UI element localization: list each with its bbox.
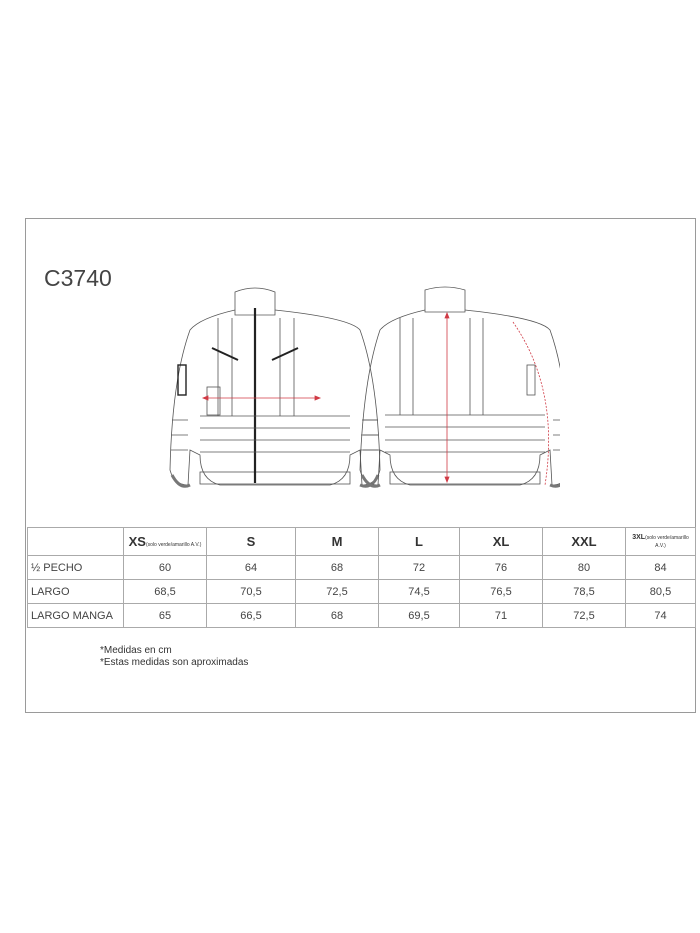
header-s: S	[206, 527, 296, 556]
cell: 60	[123, 555, 207, 580]
cell: 74,5	[378, 579, 460, 604]
cell: 64	[206, 555, 296, 580]
row-label: LARGO	[27, 579, 124, 604]
cell: 65	[123, 603, 207, 628]
cell: 72,5	[542, 603, 626, 628]
cell: 80	[542, 555, 626, 580]
cell: 84	[625, 555, 696, 580]
cell: 78,5	[542, 579, 626, 604]
header-xs: XS(solo verde/amarillo A.V.)	[123, 527, 207, 556]
cell: 80,5	[625, 579, 696, 604]
note-units: *Medidas en cm	[100, 645, 172, 656]
table-row: LARGO MANGA 65 66,5 68 69,5 71 72,5 74	[27, 603, 696, 628]
row-label: ½ PECHO	[27, 555, 124, 580]
cell: 70,5	[206, 579, 296, 604]
header-3xl: 3XL(solo verde/amarillo A.V.)	[625, 527, 696, 556]
note-approximate: *Estas medidas son aproximadas	[100, 657, 249, 668]
table-header-row: XS(solo verde/amarillo A.V.) S M L XL XX…	[27, 527, 696, 556]
header-xl: XL	[459, 527, 543, 556]
cell: 74	[625, 603, 696, 628]
cell: 76,5	[459, 579, 543, 604]
cell: 76	[459, 555, 543, 580]
table-row: LARGO 68,5 70,5 72,5 74,5 76,5 78,5 80,5	[27, 579, 696, 604]
size-chart-frame	[25, 218, 696, 713]
cell: 66,5	[206, 603, 296, 628]
header-empty	[27, 527, 124, 556]
header-xxl: XXL	[542, 527, 626, 556]
size-table: XS(solo verde/amarillo A.V.) S M L XL XX…	[27, 527, 696, 628]
cell: 68	[295, 555, 379, 580]
row-label: LARGO MANGA	[27, 603, 124, 628]
cell: 68	[295, 603, 379, 628]
table-row: ½ PECHO 60 64 68 72 76 80 84	[27, 555, 696, 580]
cell: 71	[459, 603, 543, 628]
cell: 69,5	[378, 603, 460, 628]
header-l: L	[378, 527, 460, 556]
cell: 72,5	[295, 579, 379, 604]
jacket-technical-drawing	[169, 286, 560, 488]
notes: *Medidas en cm *Estas medidas son aproxi…	[100, 645, 248, 669]
model-code: C3740	[44, 265, 112, 291]
cell: 68,5	[123, 579, 207, 604]
jacket-back	[359, 286, 560, 488]
sleeve-measure-arrow	[512, 321, 549, 486]
header-m: M	[295, 527, 379, 556]
cell: 72	[378, 555, 460, 580]
jacket-front	[169, 287, 381, 488]
